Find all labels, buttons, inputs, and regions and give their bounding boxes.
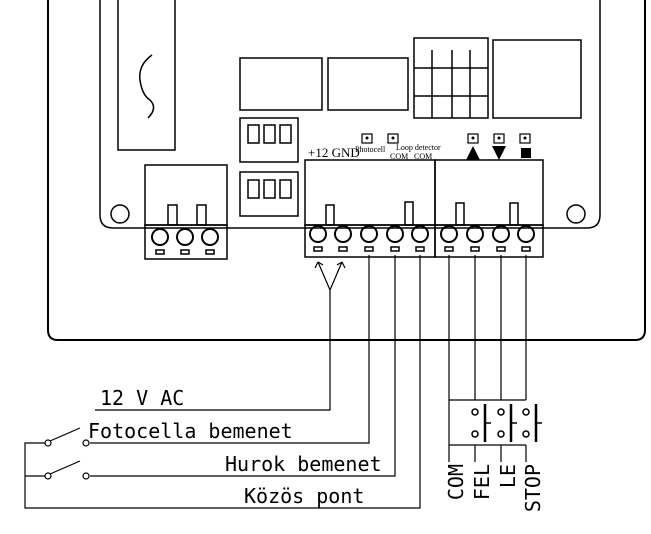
loop-wire <box>90 255 396 477</box>
spring-icon <box>139 54 155 119</box>
button-down-label: LE <box>496 464 520 489</box>
led-loop <box>387 133 399 144</box>
relay-3 <box>492 39 582 119</box>
mount-hole-left <box>110 204 130 224</box>
dip-switch-1 <box>239 117 299 163</box>
ac-wire <box>95 261 343 411</box>
up-triangle-icon <box>466 146 480 160</box>
loop-input-label: Hurok bemenet <box>225 452 382 476</box>
com-label-1: COM <box>390 152 409 161</box>
dip-switch-2 <box>239 171 299 217</box>
supply-label: +12 GND <box>308 145 360 160</box>
relay-1 <box>239 57 323 111</box>
photocell-input-label: Fotocella bemenet <box>88 419 293 443</box>
common-label: Közös pont <box>244 484 365 508</box>
common-wire <box>24 255 421 509</box>
stop-square-icon <box>521 148 531 158</box>
button-stop <box>522 404 542 442</box>
button-com-label: COM <box>444 464 468 501</box>
led-stop <box>519 133 531 144</box>
button-up-label: FEL <box>470 464 494 501</box>
led-up <box>467 133 479 144</box>
terminal-block-left <box>144 164 228 226</box>
led-photocell <box>361 133 373 144</box>
photocell-wire <box>90 255 370 444</box>
ac-label: 12 V AC <box>100 386 185 410</box>
loop-label: Loop detector <box>396 143 441 152</box>
mount-hole-right <box>566 204 586 224</box>
terminal-block-inputs <box>304 159 436 226</box>
button-up <box>471 404 491 442</box>
terminal-block-buttons <box>434 159 544 226</box>
enclosure <box>47 0 646 341</box>
relay-2 <box>327 57 409 111</box>
circuit-board <box>99 0 601 229</box>
button-stop-label: STOP <box>521 464 545 513</box>
com-label-2: COM <box>414 152 433 161</box>
led-down <box>493 133 505 144</box>
down-triangle-icon <box>492 146 506 160</box>
fuse-block <box>413 37 489 119</box>
photocell-label: Photocell <box>355 145 386 154</box>
button-down <box>497 404 517 442</box>
